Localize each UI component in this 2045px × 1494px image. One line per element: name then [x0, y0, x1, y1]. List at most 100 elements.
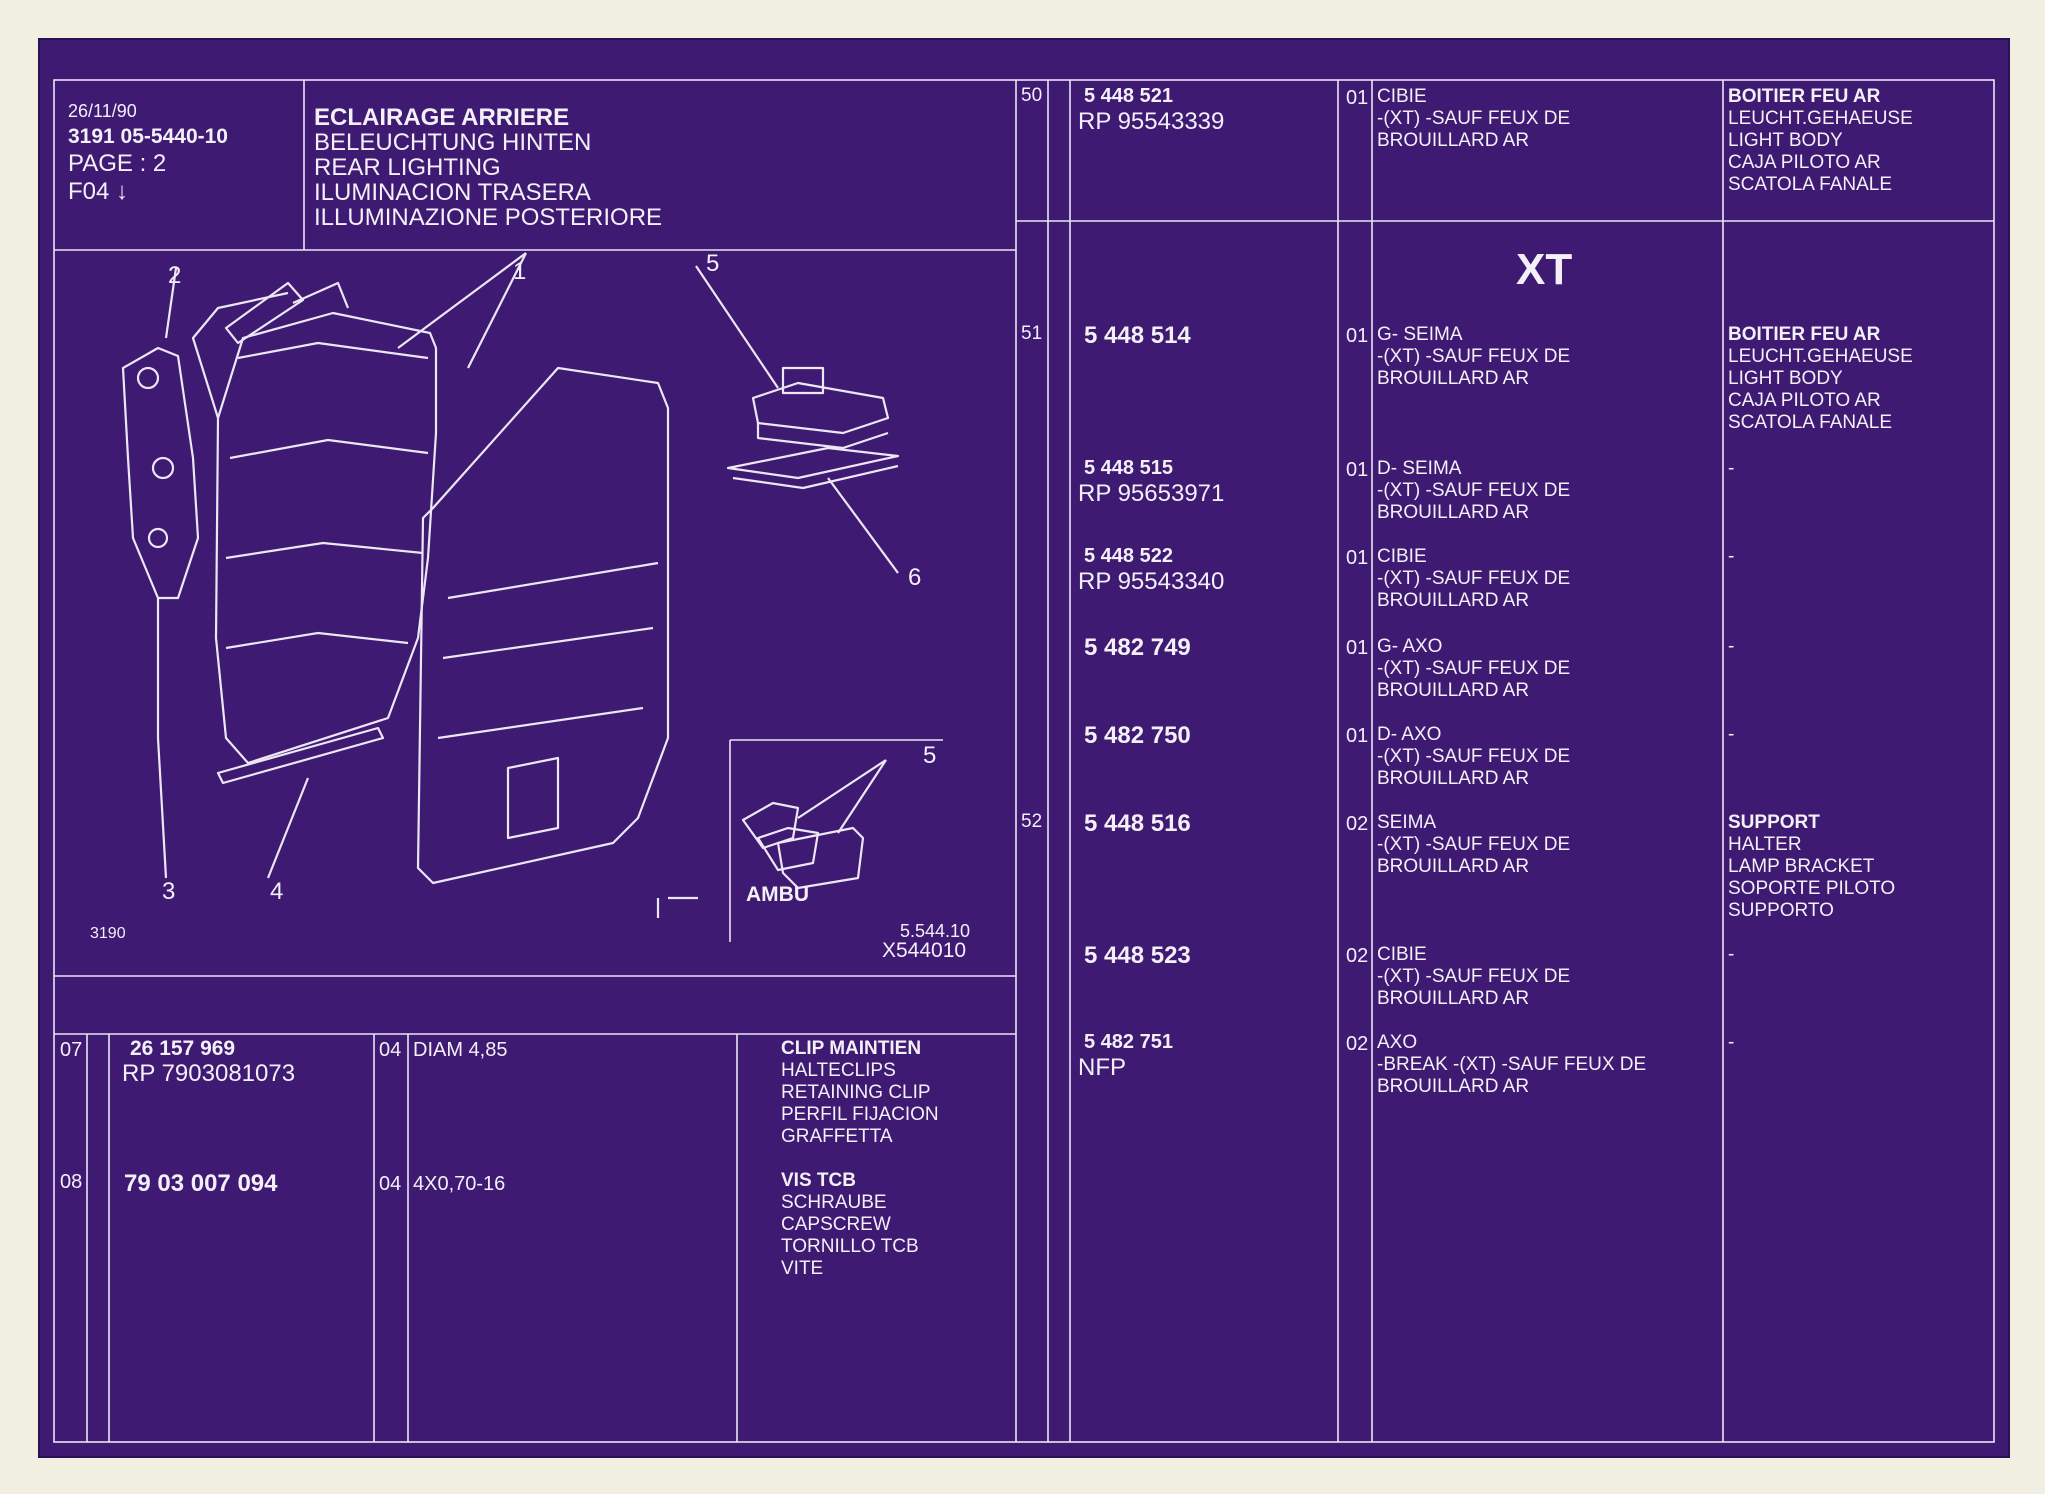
note-block: D- SEIMA -(XT) -SAUF FEUX DE BROUILLARD …	[1377, 458, 1570, 524]
desc-line: -	[1728, 636, 1735, 657]
ref-number: 52	[1021, 811, 1043, 832]
description-block: -	[1728, 636, 1734, 658]
illustration-ref-code2: X544010	[882, 939, 967, 962]
desc-line: -	[1728, 458, 1735, 479]
maker: G- SEIMA	[1377, 324, 1463, 345]
part-number: 5 482 751	[1084, 1031, 1173, 1053]
quantity: 01	[1346, 637, 1369, 659]
desc-line: SCATOLA FANALE	[1728, 412, 1893, 433]
maker: CIBIE	[1377, 546, 1427, 567]
lamp-lens-drawing	[416, 366, 670, 885]
note-block: CIBIE -(XT) -SAUF FEUX DE BROUILLARD AR	[1377, 546, 1570, 612]
maker: CIBIE	[1377, 86, 1427, 107]
callout-2: 2	[168, 262, 182, 289]
ref-number: 08	[60, 1171, 83, 1193]
header-code: 3191 05-5440-10	[68, 125, 228, 148]
ref-number: 07	[60, 1039, 83, 1061]
part-number: 5 448 523	[1084, 942, 1191, 969]
desc-line: VIS TCB	[781, 1170, 856, 1191]
note-block: G- AXO -(XT) -SAUF FEUX DE BROUILLARD AR	[1377, 636, 1570, 702]
note-line: -(XT) -SAUF FEUX DE	[1377, 834, 1571, 855]
description-block: -	[1728, 458, 1734, 480]
note-line: BROUILLARD AR	[1377, 1076, 1530, 1097]
inset-label: AMBU	[746, 883, 809, 906]
part-number: 5 448 522	[1084, 545, 1173, 567]
desc-line: CAPSCREW	[781, 1214, 891, 1235]
part-number: 5 448 521	[1084, 85, 1173, 107]
note-line: BROUILLARD AR	[1377, 768, 1530, 789]
part-number: 5 448 516	[1084, 810, 1191, 837]
note-line: -BREAK -(XT) -SAUF FEUX DE	[1377, 1054, 1647, 1075]
note-block: D- AXO -(XT) -SAUF FEUX DE BROUILLARD AR	[1377, 724, 1570, 790]
desc-line: -	[1728, 944, 1735, 965]
ref-number: 51	[1021, 323, 1043, 344]
description-block: BOITIER FEU AR LEUCHT.GEHAEUSE LIGHT BOD…	[1728, 86, 1913, 196]
plate-lamp-drawing	[751, 381, 890, 435]
maker: AXO	[1377, 1032, 1418, 1053]
header-page: PAGE : 2	[68, 150, 167, 177]
illustration-ref-code: 5.544.10	[900, 921, 971, 941]
note-block: SEIMA -(XT) -SAUF FEUX DE BROUILLARD AR	[1377, 812, 1570, 878]
note-line: BROUILLARD AR	[1377, 988, 1530, 1009]
part-number: 5 482 749	[1084, 634, 1191, 661]
quantity: 02	[1346, 945, 1369, 967]
note-line: -(XT) -SAUF FEUX DE	[1377, 658, 1571, 679]
desc-line: BOITIER FEU AR	[1728, 86, 1881, 107]
title-fr: ECLAIRAGE ARRIERE	[314, 104, 570, 131]
callout-4: 4	[270, 878, 284, 905]
desc-line: SCATOLA FANALE	[1728, 174, 1893, 195]
note-block: CIBIE -(XT) -SAUF FEUX DE BROUILLARD AR	[1377, 86, 1570, 152]
part-number: 5 448 514	[1084, 322, 1191, 349]
desc-line: GRAFFETTA	[781, 1126, 893, 1147]
desc-line: LEUCHT.GEHAEUSE	[1728, 108, 1913, 129]
header-fiche: F04 ↓	[68, 178, 129, 205]
figure-number: 3190	[90, 925, 126, 942]
note-block: G- SEIMA -(XT) -SAUF FEUX DE BROUILLARD …	[1377, 324, 1570, 390]
quantity: 02	[1346, 813, 1369, 835]
note-line: -(XT) -SAUF FEUX DE	[1377, 480, 1571, 501]
quantity: 01	[1346, 459, 1369, 481]
title-it: ILLUMINAZIONE POSTERIORE	[314, 204, 663, 231]
header-date: 26/11/90	[68, 101, 137, 121]
callout-1: 1	[513, 258, 527, 285]
note-line: -(XT) -SAUF FEUX DE	[1377, 346, 1571, 367]
quantity: 01	[1346, 725, 1369, 747]
quantity: 01	[1346, 325, 1369, 347]
description-block: BOITIER FEU AR LEUCHT.GEHAEUSE LIGHT BOD…	[1728, 324, 1913, 434]
quantity: 01	[1346, 87, 1369, 109]
part-number: 5 482 750	[1084, 722, 1191, 749]
desc-line: SCHRAUBE	[781, 1192, 887, 1213]
maker: D- AXO	[1377, 724, 1442, 745]
replacement-part: RP 95653971	[1078, 480, 1225, 507]
title-es: ILUMINACION TRASERA	[314, 179, 591, 206]
replacement-part: RP 95543339	[1078, 108, 1225, 135]
replacement-part: NFP	[1078, 1054, 1126, 1081]
callout-3: 3	[162, 878, 176, 905]
desc-line: VITE	[781, 1258, 824, 1279]
maker: G- AXO	[1377, 636, 1443, 657]
title-de: BELEUCHTUNG HINTEN	[314, 129, 592, 156]
desc-line: CAJA PILOTO AR	[1728, 152, 1881, 173]
description-block: SUPPORT HALTER LAMP BRACKET SOPORTE PILO…	[1728, 812, 1895, 922]
note-line: BROUILLARD AR	[1377, 368, 1530, 389]
callout-6: 6	[908, 564, 922, 591]
desc-line: CLIP MAINTIEN	[781, 1038, 922, 1059]
desc-line: SOPORTE PILOTO	[1728, 878, 1896, 899]
replacement-part: RP 7903081073	[122, 1060, 296, 1087]
ref-number: 50	[1021, 85, 1043, 106]
part-number: 26 157 969	[130, 1037, 236, 1060]
note-line: -(XT) -SAUF FEUX DE	[1377, 568, 1571, 589]
note-line: -(XT) -SAUF FEUX DE	[1377, 108, 1571, 129]
section-label: XT	[1516, 245, 1573, 294]
desc-line: -	[1728, 1032, 1735, 1053]
desc-line: TORNILLO TCB	[781, 1236, 919, 1257]
description-block: -	[1728, 724, 1734, 746]
note-line: BROUILLARD AR	[1377, 590, 1530, 611]
desc-line: LIGHT BODY	[1728, 130, 1843, 151]
maker: SEIMA	[1377, 812, 1437, 833]
exploded-parts-illustration	[121, 252, 900, 918]
desc-line: PERFIL FIJACION	[781, 1104, 939, 1125]
part-number: 5 448 515	[1084, 457, 1173, 479]
bulb-holder-drawing	[121, 346, 200, 600]
note-block: AXO -BREAK -(XT) -SAUF FEUX DE BROUILLAR…	[1377, 1032, 1646, 1098]
